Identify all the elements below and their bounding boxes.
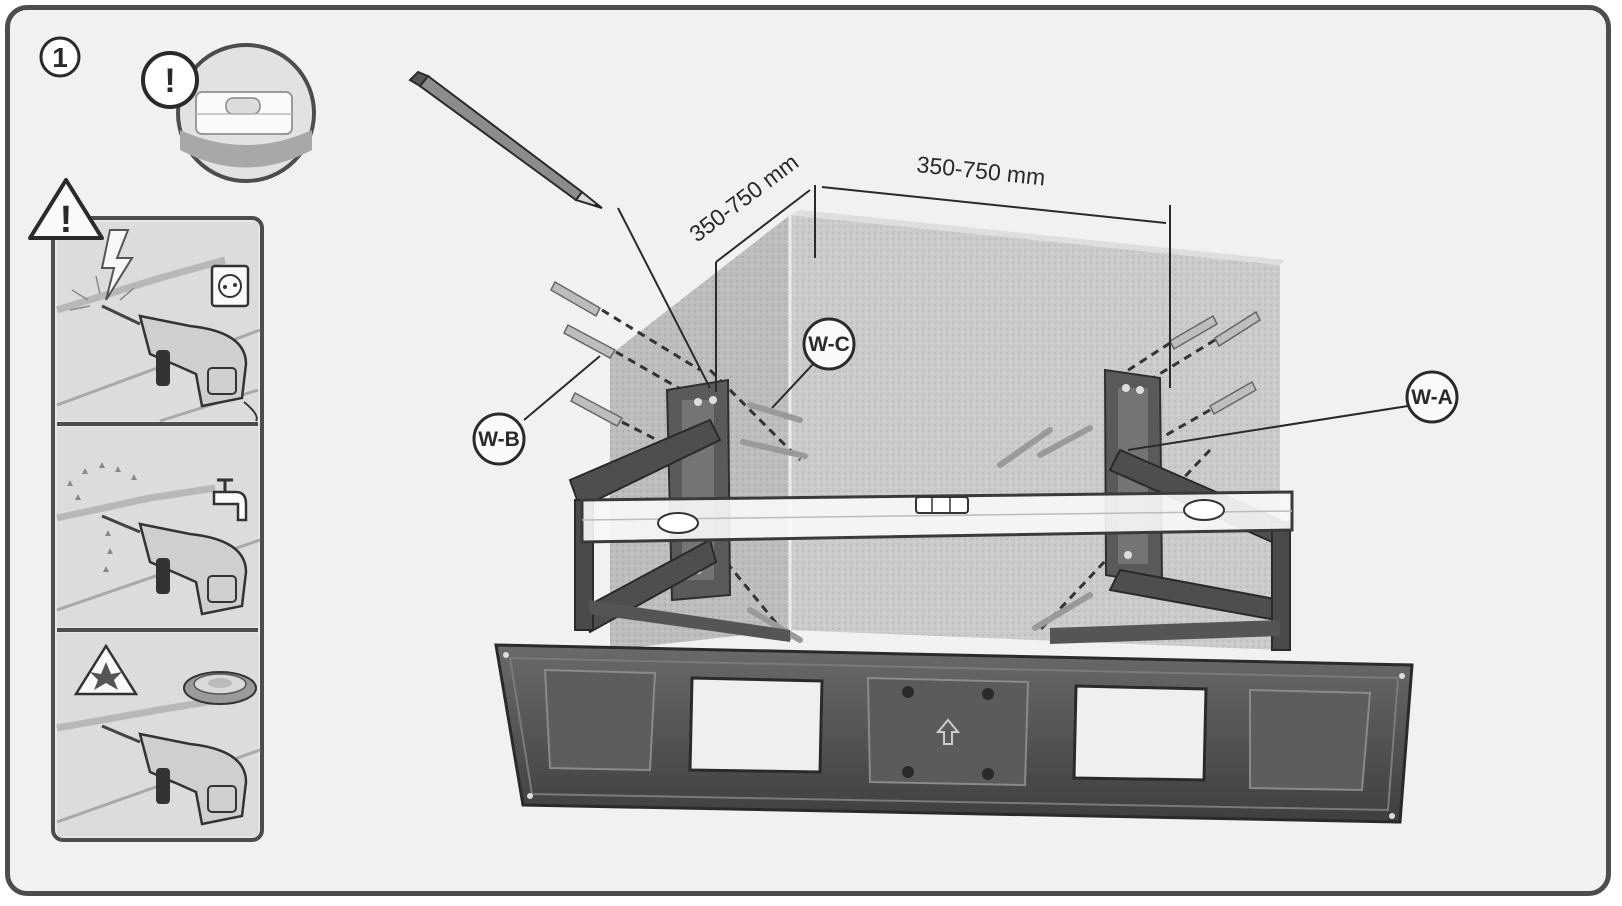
electric-cable-hazard-icon [55,222,261,423]
width-dimension-label: 350-750 mm [915,151,1046,190]
drill-icon [101,724,248,826]
tv-mounting-plate [494,643,1414,824]
warning-triangle-icon: ! [28,178,104,241]
step-number: 1 [52,42,68,73]
notice-symbol: ! [164,62,175,100]
installation-diagram: 1 ! [28,36,1459,842]
callout-wb: W-B [472,355,601,466]
step-number-badge: 1 [39,36,81,78]
instruction-panel: 1 ! [5,5,1611,896]
dimension-lines [617,185,1171,392]
drill-icon [101,304,258,422]
spirit-level-icon [195,91,293,135]
callout-wc: W-C [771,317,856,409]
water-tap-icon [212,478,248,522]
gas-burner-icon [183,671,257,705]
upward-arrow-icon [935,718,961,745]
spirit-level-bar [580,490,1294,544]
callout-wa-label: W-A [1411,386,1453,409]
power-socket-icon [210,264,250,308]
spirit-level-notice: ! [141,43,316,183]
left-wall-bracket [568,378,790,642]
pencil-icon [408,70,603,209]
gas-pipe-hazard-icon [56,633,261,836]
callout-wb-label: W-B [478,428,520,451]
callout-wc-label: W-C [808,333,850,356]
warning-symbol: ! [60,199,73,241]
water-pipe-hazard-icon [56,427,261,627]
callout-wa: W-A [1127,370,1459,451]
drill-icon [101,514,248,616]
explosion-hazard-icon [73,643,139,696]
safety-hazard-panel [51,216,264,842]
